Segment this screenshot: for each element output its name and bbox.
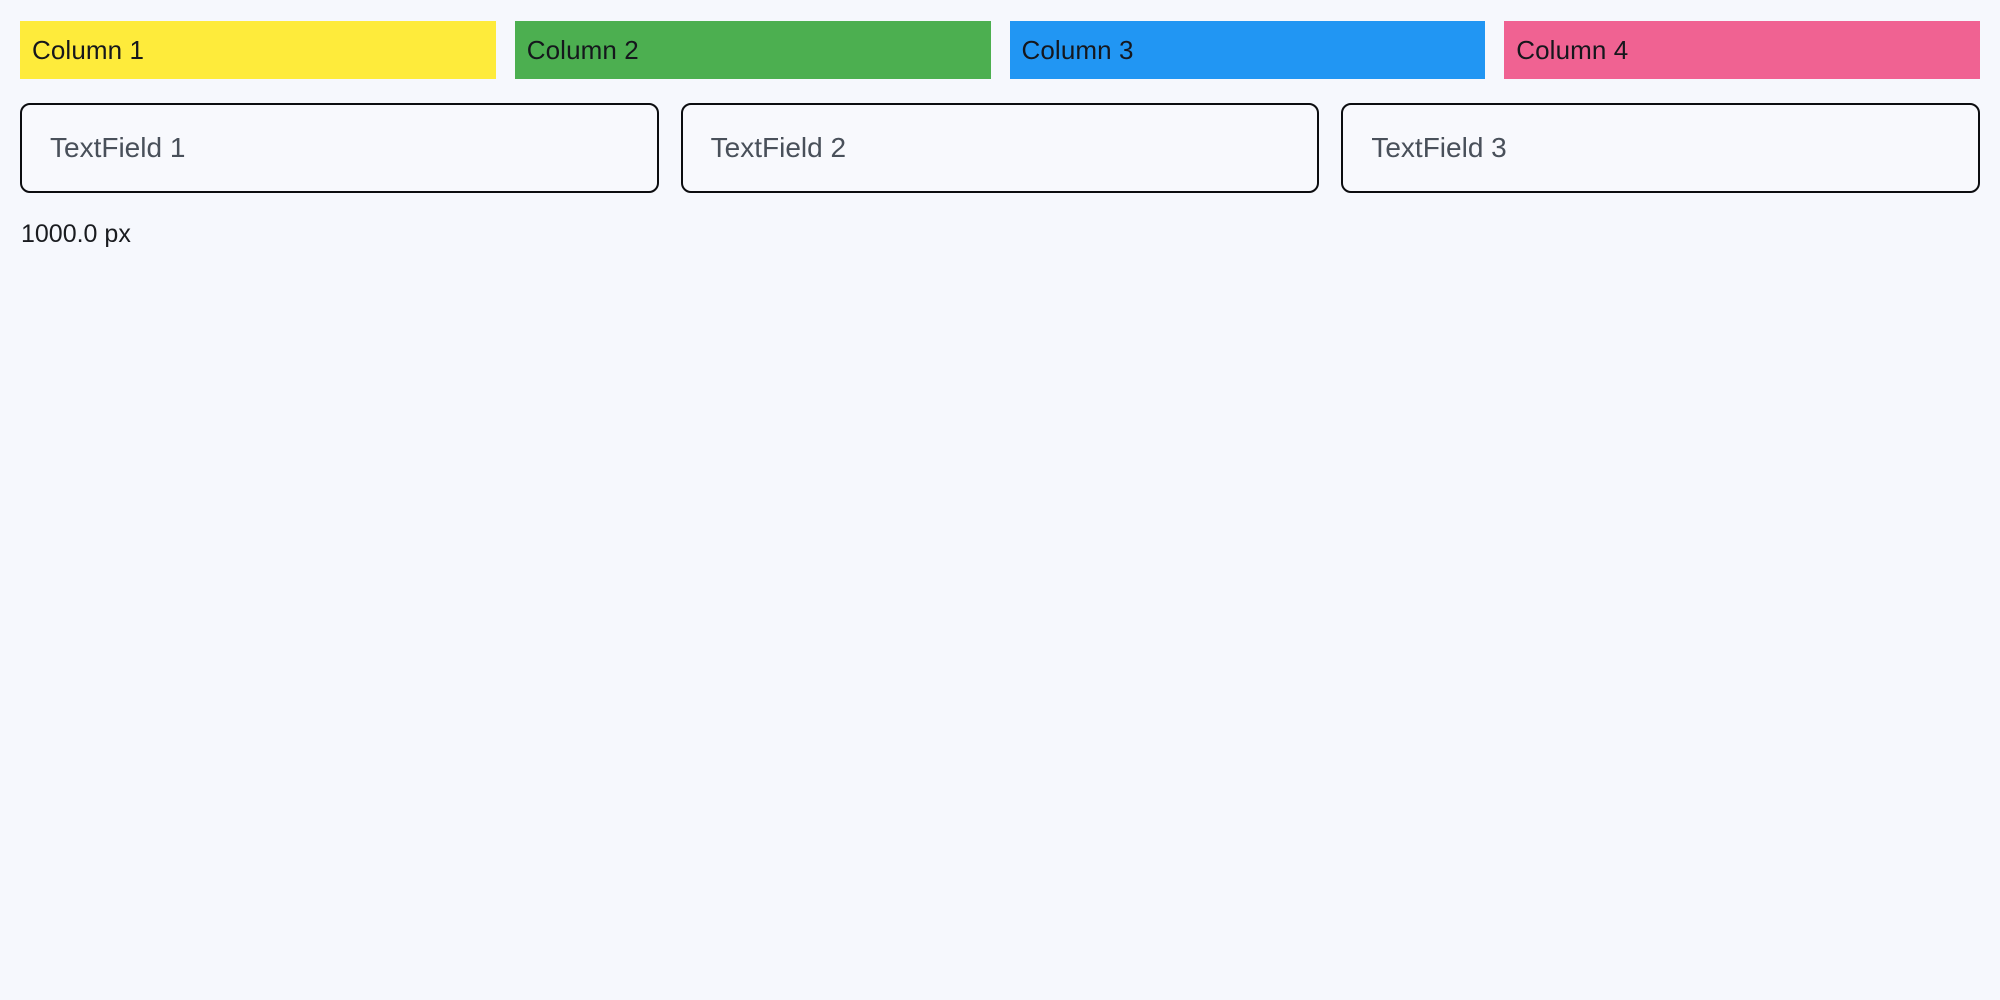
textfield-1[interactable]: TextField 1: [20, 103, 659, 193]
column-block-3[interactable]: Column 3: [1009, 21, 1486, 79]
textfield-label: TextField 2: [710, 132, 847, 163]
column-label: Column 1: [32, 35, 145, 65]
column-label: Column 2: [526, 35, 639, 65]
column-block-1[interactable]: Column 1: [20, 21, 496, 79]
textfield-label: TextField 1: [50, 132, 186, 163]
textfields-row: TextField 1 TextField 2 TextField 3: [20, 103, 1981, 193]
textfield-2[interactable]: TextField 2: [680, 103, 1320, 193]
textfield-3[interactable]: TextField 3: [1341, 103, 1981, 193]
column-label: Column 4: [1516, 35, 1629, 65]
column-label: Column 3: [1021, 35, 1134, 65]
column-block-4[interactable]: Column 4: [1504, 21, 1980, 79]
column-block-2[interactable]: Column 2: [514, 21, 991, 79]
columns-row: Column 1 Column 2 Column 3 Column 4: [20, 21, 1980, 79]
measurement-label: 1000.0 px: [21, 220, 131, 248]
textfield-label: TextField 3: [1371, 132, 1507, 163]
empty-canvas-area: [0, 260, 2000, 1000]
